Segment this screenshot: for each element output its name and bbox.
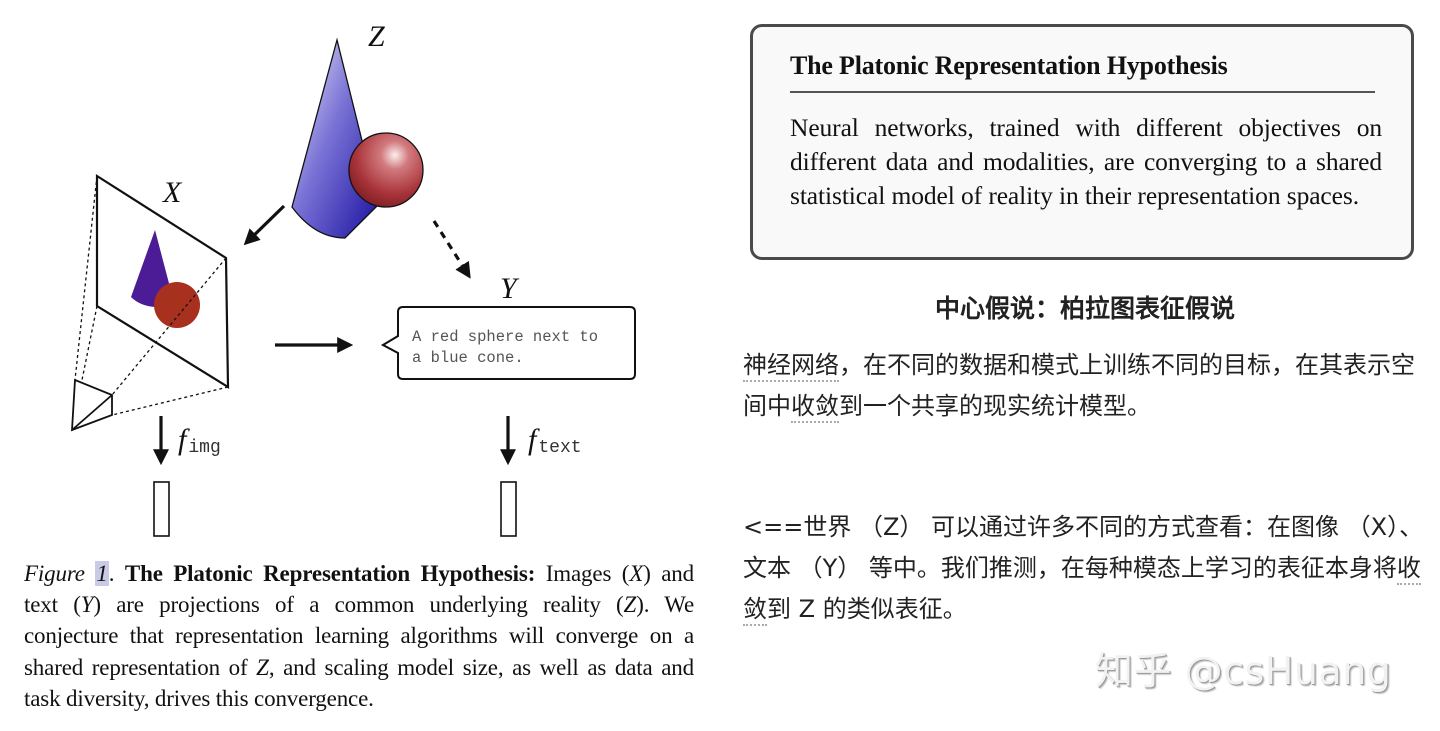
camera-icon: [71, 378, 113, 432]
red-sphere-icon: [348, 132, 424, 208]
figure-number-link[interactable]: 1: [95, 561, 109, 586]
embedding-text: [500, 481, 517, 537]
image-plane-x: [71, 173, 230, 432]
label-z: Z: [368, 20, 385, 53]
bubble-line-2: a blue cone.: [412, 349, 524, 367]
annotation-paragraph-1: 神经网络，在不同的数据和模式上训练不同的目标，在其表示空间中收敛到一个共享的现实…: [743, 345, 1428, 427]
annotation-heading: 中心假说：柏拉图表征假说: [934, 294, 1235, 323]
hypothesis-title: The Platonic Representation Hypothesis: [790, 51, 1228, 80]
arrow-z-to-x: [243, 204, 286, 246]
embedding-img: [153, 481, 170, 537]
hypothesis-body: Neural networks, trained with different …: [790, 113, 1382, 210]
bubble-line-1: A red sphere next to: [412, 328, 598, 346]
hypothesis-divider: [790, 91, 1375, 93]
annotation-paragraph-2: <==世界 （Z） 可以通过许多不同的方式查看：在图像 （X）、文本 （Y） 等…: [743, 507, 1428, 630]
platonic-diagram: Z X Y A red sphere next: [71, 20, 636, 537]
term-link-convergence[interactable]: 收敛: [791, 392, 839, 423]
term-link-convergence-2[interactable]: 收敛: [743, 554, 1421, 626]
label-y: Y: [500, 272, 520, 305]
term-link-neural-network[interactable]: 神经网络: [743, 351, 839, 382]
figure-caption: Figure 1. The Platonic Representation Hy…: [24, 561, 694, 711]
caption-title: The Platonic Representation Hypothesis:: [124, 561, 536, 586]
arrow-z-to-y-dashed: [432, 220, 471, 279]
hypothesis-box: The Platonic Representation Hypothesis N…: [750, 24, 1414, 260]
figure-1: Z X Y A red sphere next: [24, 20, 694, 711]
image-cone-icon: [131, 230, 171, 307]
zhihu-watermark: 知乎 @csHuang: [1095, 649, 1392, 693]
speech-bubble: [380, 306, 636, 380]
label-x: X: [162, 176, 183, 209]
image-sphere-icon: [154, 282, 200, 328]
world-z-3d-objects: [291, 37, 424, 239]
